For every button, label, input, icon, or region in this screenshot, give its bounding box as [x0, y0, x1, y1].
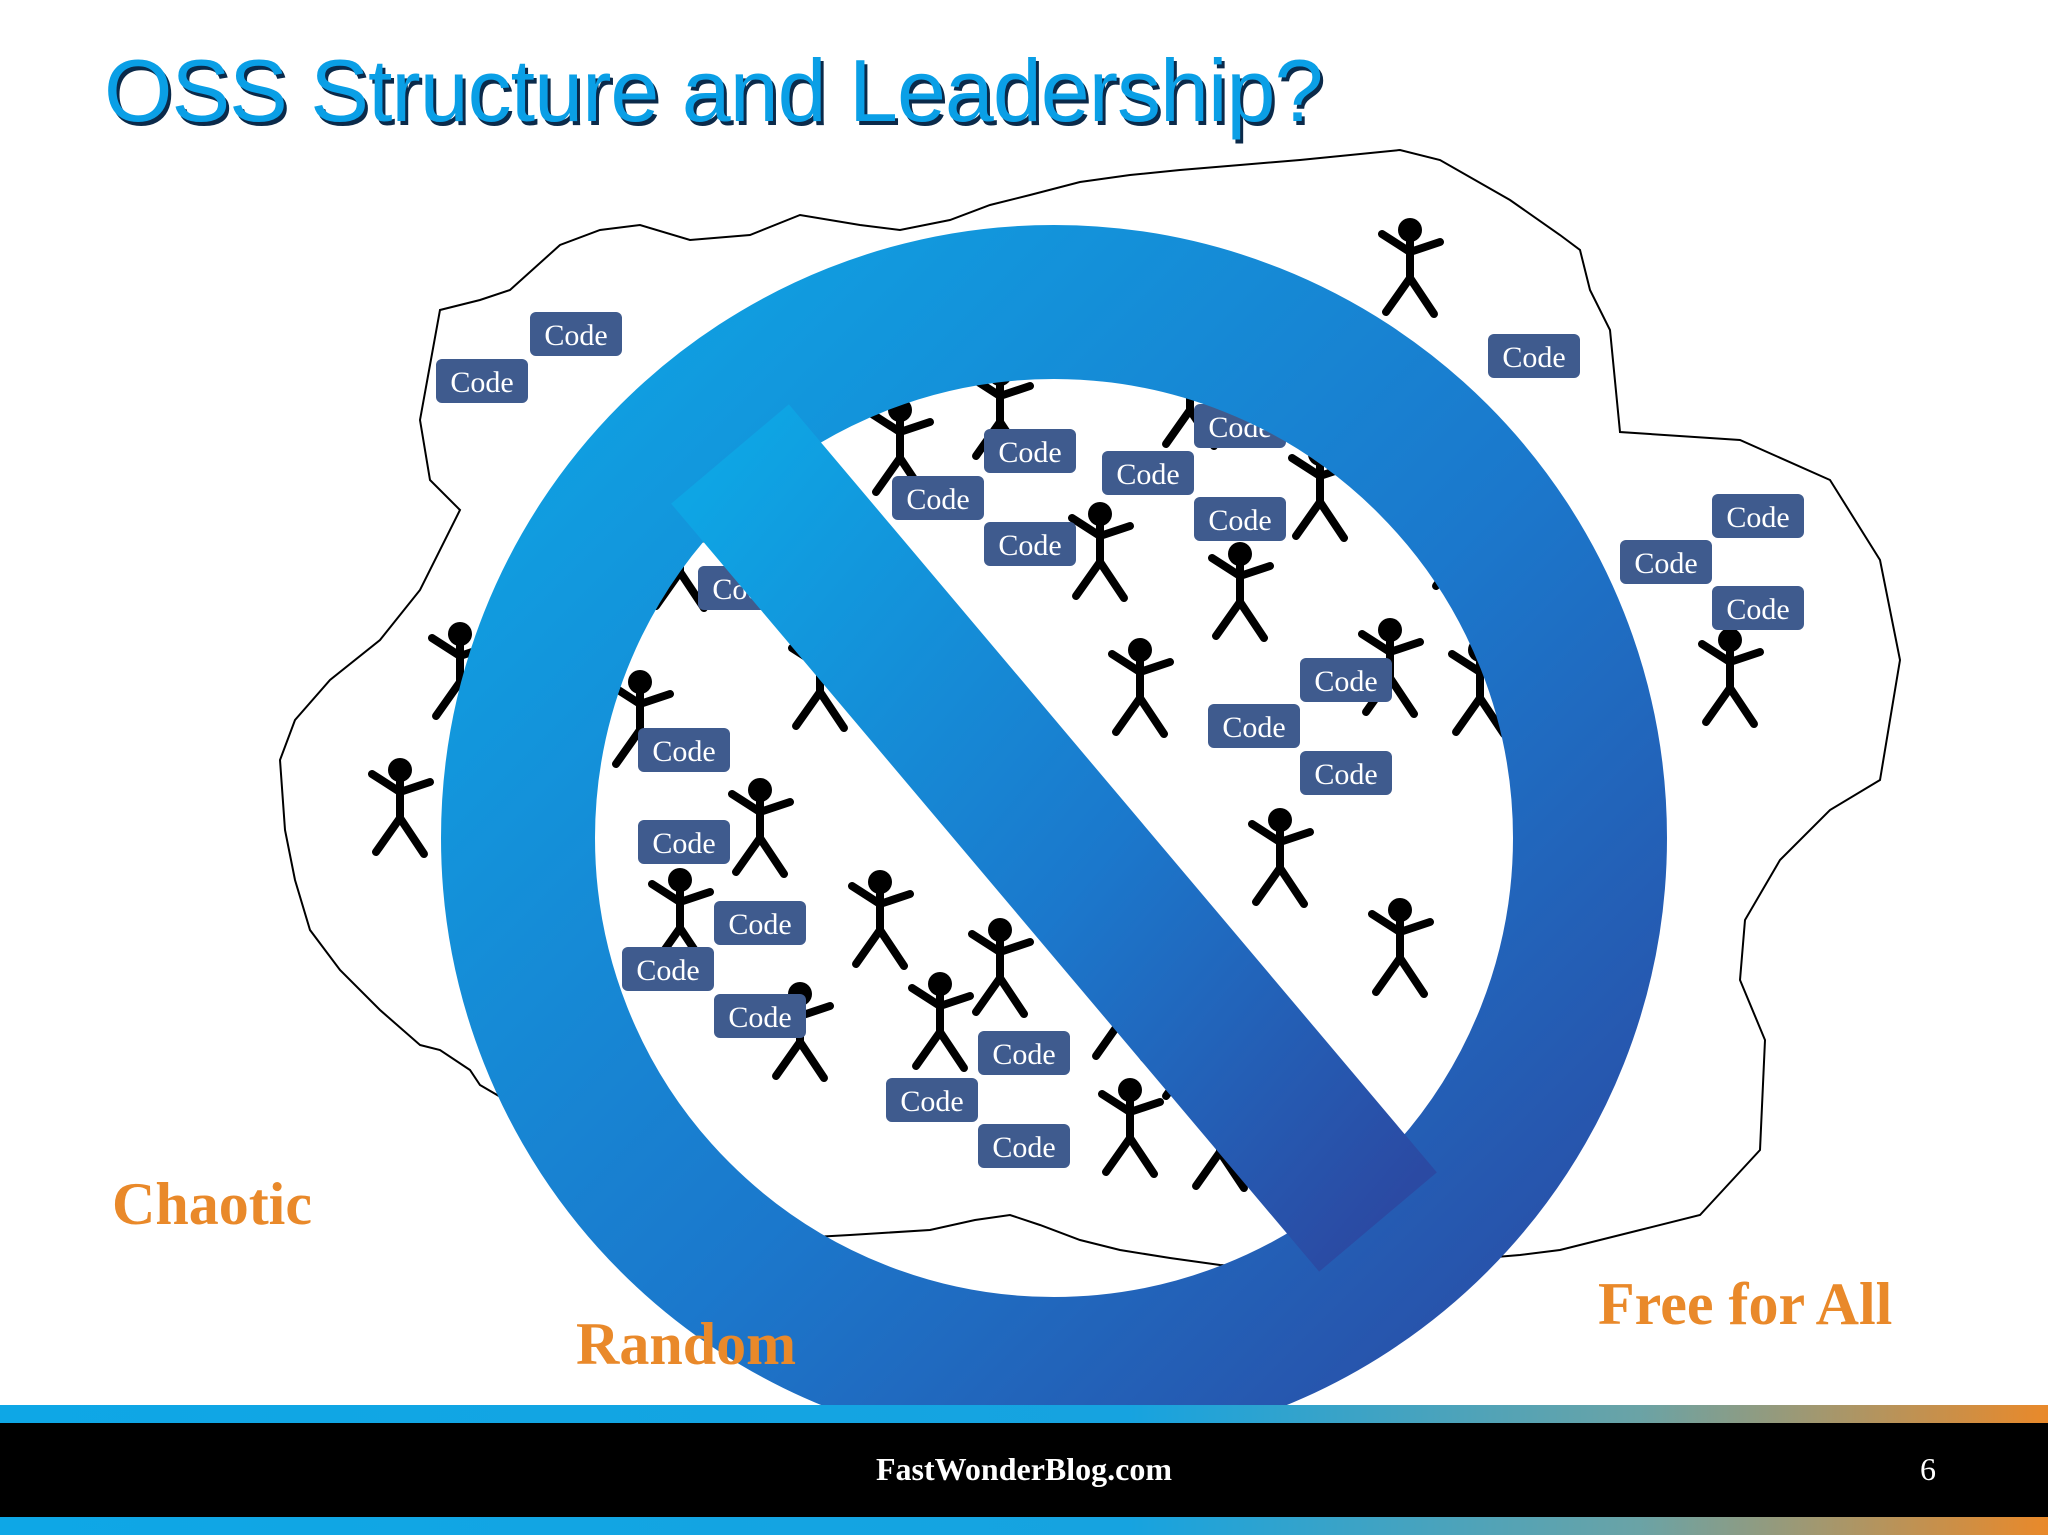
cloud-outline — [278, 148, 1902, 1272]
svg-text:Code: Code — [728, 908, 791, 941]
code-boxes: Code Code Code Code Code Code Code Code … — [436, 312, 1804, 1168]
stick-figure-icon — [732, 778, 790, 874]
svg-text:Code: Code — [1116, 458, 1179, 491]
svg-text:Code: Code — [652, 735, 715, 768]
svg-text:Code: Code — [1634, 547, 1697, 580]
code-box: Code — [638, 820, 730, 864]
code-box: Code — [714, 901, 806, 945]
stick-figure-icon — [1252, 808, 1310, 904]
svg-text:Code: Code — [1314, 665, 1377, 698]
svg-text:Code: Code — [906, 483, 969, 516]
code-box: Code — [436, 359, 528, 403]
code-box: Code — [530, 312, 622, 356]
stick-figure-icon — [1112, 638, 1170, 734]
svg-text:Code: Code — [1314, 758, 1377, 791]
stick-figure-icon — [852, 870, 910, 966]
svg-text:Code: Code — [636, 954, 699, 987]
code-box: Code — [638, 728, 730, 772]
code-box: Code — [714, 994, 806, 1038]
code-box: Code — [892, 476, 984, 520]
code-box: Code — [886, 1078, 978, 1122]
footer-gradient-bar-top — [0, 1405, 2048, 1423]
footer-gradient-bar-bottom — [0, 1517, 2048, 1535]
code-box: Code — [1300, 751, 1392, 795]
slide-page-number: 6 — [1920, 1451, 1936, 1487]
svg-text:Code: Code — [652, 827, 715, 860]
svg-text:Code: Code — [1726, 501, 1789, 534]
code-box: Code — [1620, 540, 1712, 584]
code-box: Code — [1208, 704, 1300, 748]
code-box: Code — [984, 522, 1076, 566]
code-box: Code — [1102, 451, 1194, 495]
caption-free-for-all: Free for All — [1598, 1271, 1893, 1337]
svg-text:Code: Code — [998, 436, 1061, 469]
svg-text:Code: Code — [544, 319, 607, 352]
stick-figure-icon — [1382, 218, 1440, 314]
footer-band — [0, 1423, 2048, 1517]
stick-figure-icon — [1102, 1078, 1160, 1174]
stick-figure-icon — [912, 972, 970, 1068]
svg-text:Code: Code — [1502, 341, 1565, 374]
svg-text:Code: Code — [728, 1001, 791, 1034]
stick-figure-icon — [1072, 502, 1130, 598]
svg-text:Code: Code — [1208, 504, 1271, 537]
code-box: Code — [622, 947, 714, 991]
code-box: Code — [1712, 586, 1804, 630]
no-sign-icon — [441, 225, 1667, 1451]
svg-text:Code: Code — [900, 1085, 963, 1118]
footer-site-name: FastWonderBlog.com — [876, 1451, 1172, 1487]
code-box: Code — [984, 429, 1076, 473]
code-box: Code — [978, 1124, 1070, 1168]
stick-figure-icon — [972, 918, 1030, 1014]
stick-figure-icon — [1702, 628, 1760, 724]
svg-text:Code: Code — [1222, 711, 1285, 744]
caption-random: Random — [576, 1311, 797, 1377]
code-box: Code — [1488, 334, 1580, 378]
slide-title: OSS Structure and Leadership? — [104, 41, 1323, 140]
code-box: Code — [1194, 497, 1286, 541]
svg-text:Code: Code — [998, 529, 1061, 562]
stick-figure-icon — [1372, 898, 1430, 994]
slide-footer: FastWonderBlog.com 6 — [0, 1405, 2048, 1535]
code-box: Code — [1300, 658, 1392, 702]
svg-text:Code: Code — [1726, 593, 1789, 626]
svg-text:Code: Code — [450, 366, 513, 399]
caption-chaotic: Chaotic — [112, 1171, 312, 1237]
svg-text:Code: Code — [992, 1131, 1055, 1164]
code-box: Code — [1712, 494, 1804, 538]
stick-figure-icon — [1212, 542, 1270, 638]
svg-text:Code: Code — [992, 1038, 1055, 1071]
stick-figure-icon — [372, 758, 430, 854]
code-box: Code — [978, 1031, 1070, 1075]
